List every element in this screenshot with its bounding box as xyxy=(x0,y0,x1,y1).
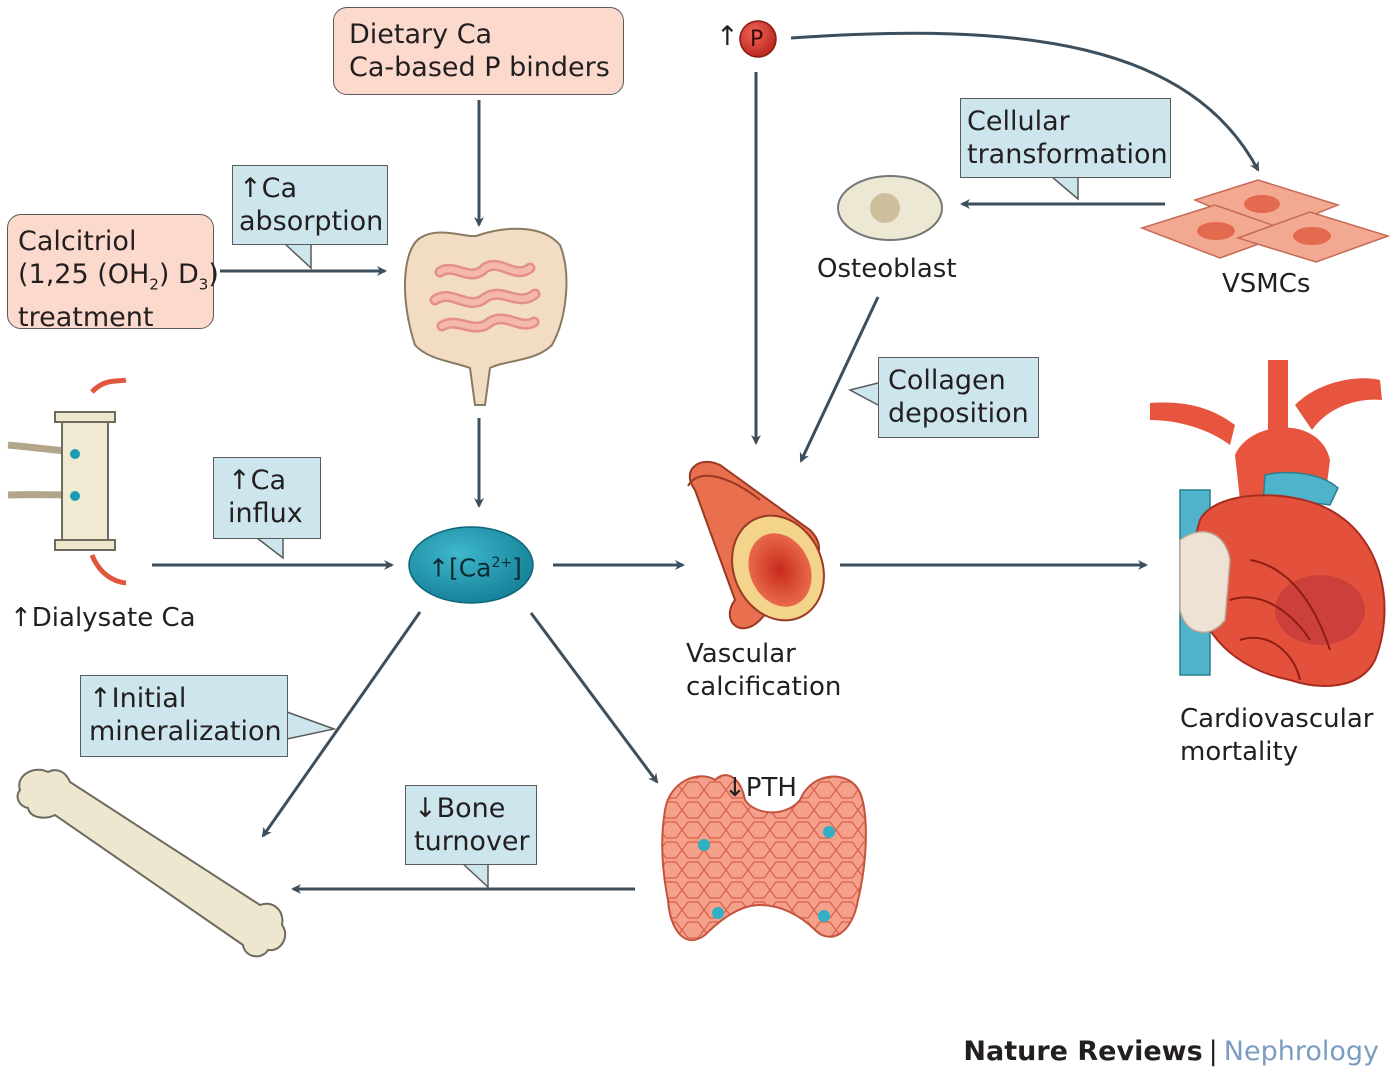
pth-label: ↓PTH xyxy=(724,773,797,803)
parathyroid-illustration xyxy=(661,774,867,942)
artery-illustration xyxy=(687,460,825,630)
calcium-node-label: ↑[Ca2+] xyxy=(428,547,522,584)
ca-influx-line-2: influx xyxy=(228,498,303,529)
calcium-node xyxy=(408,526,534,604)
cardio-line-1: Cardiovascular xyxy=(1180,704,1374,734)
intestine-illustration xyxy=(403,227,568,406)
ca-absorption-callout: ↑Ca absorption xyxy=(232,165,388,245)
collagen-deposition-callout: Collagen deposition xyxy=(878,357,1039,438)
calcitriol-formula-c: ) xyxy=(208,259,219,290)
arrows xyxy=(152,31,1260,894)
cardiovascular-mortality-label: Cardiovascular mortality xyxy=(1180,703,1373,769)
vsmcs-illustration xyxy=(1139,179,1391,263)
calcitriol-formula-b: ) D xyxy=(158,259,199,290)
bone-turnover-callout: ↓Bone turnover xyxy=(405,785,537,865)
arrow-calcium-to-parathyroid xyxy=(529,612,659,784)
dialyser-illustration xyxy=(7,377,127,586)
vascular-line-2: calcification xyxy=(686,672,842,702)
phosphate-node xyxy=(739,20,777,58)
calcitriol-line-3: treatment xyxy=(18,302,154,334)
journal-footer: Nature Reviews|Nephrology xyxy=(963,1036,1379,1067)
heart-illustration xyxy=(1150,360,1386,687)
dietary-line-2: Ca-based P binders xyxy=(349,52,610,83)
initial-mineralization-callout: ↑Initial mineralization xyxy=(80,675,288,757)
arrow-calcium-to-bone xyxy=(261,611,422,838)
calcitriol-line-2: (1,25 (OH2) D3) xyxy=(18,258,219,301)
calcitriol-sub-3: 3 xyxy=(198,275,209,294)
calcium-label-sup: 2+ xyxy=(491,555,513,571)
arrow-phosphate-to-vsmcs xyxy=(790,31,1260,172)
discipline-name: Nephrology xyxy=(1223,1036,1379,1067)
collagen-line-2: deposition xyxy=(888,398,1029,429)
calcium-up-arrow: ↑ xyxy=(428,553,449,583)
bone-turnover-line-2: turnover xyxy=(414,826,530,857)
calcitriol-box: Calcitriol (1,25 (OH2) D3) treatment xyxy=(7,214,219,333)
calcitriol-formula-a: (1,25 (OH xyxy=(18,259,150,290)
ca-absorption-line-1: ↑Ca xyxy=(239,173,298,204)
dietary-line-1: Dietary Ca xyxy=(349,19,493,50)
callout-tails xyxy=(256,176,1079,889)
calcium-label-close: ] xyxy=(512,553,522,583)
initial-min-line-2: mineralization xyxy=(89,716,282,747)
initial-min-line-1: ↑Initial xyxy=(89,683,187,714)
phosphate-node-label: P xyxy=(750,27,764,52)
dialysate-label: ↑Dialysate Ca xyxy=(10,603,196,633)
calcitriol-line-1: Calcitriol xyxy=(18,226,137,257)
journal-name: Nature Reviews xyxy=(963,1036,1203,1067)
arrow-osteoblast-to-vascular xyxy=(799,296,880,463)
calcitriol-sub-2: 2 xyxy=(149,275,159,294)
ca-influx-line-1: ↑Ca xyxy=(228,465,287,496)
ca-absorption-line-2: absorption xyxy=(239,206,384,237)
vascular-line-1: Vascular xyxy=(686,639,796,669)
cardio-line-2: mortality xyxy=(1180,737,1299,767)
cellular-line-2: transformation xyxy=(967,139,1168,170)
collagen-line-1: Collagen xyxy=(888,365,1006,396)
cellular-line-1: Cellular xyxy=(967,106,1070,137)
osteoblast-illustration xyxy=(837,175,943,241)
cellular-transformation-callout: Cellular transformation xyxy=(960,98,1171,178)
vascular-calcification-label: Vascular calcification xyxy=(686,638,841,704)
bone-illustration xyxy=(16,768,287,958)
bone-turnover-line-1: ↓Bone xyxy=(414,793,506,824)
phosphate-up-arrow: ↑ xyxy=(716,21,739,52)
vsmcs-label: VSMCs xyxy=(1222,269,1311,299)
dietary-box: Dietary Ca Ca-based P binders xyxy=(333,7,624,95)
footer-separator: | xyxy=(1208,1036,1218,1067)
osteoblast-label: Osteoblast xyxy=(817,254,957,284)
calcium-label-base: [Ca xyxy=(448,553,492,583)
ca-influx-callout: ↑Ca influx xyxy=(213,457,321,539)
